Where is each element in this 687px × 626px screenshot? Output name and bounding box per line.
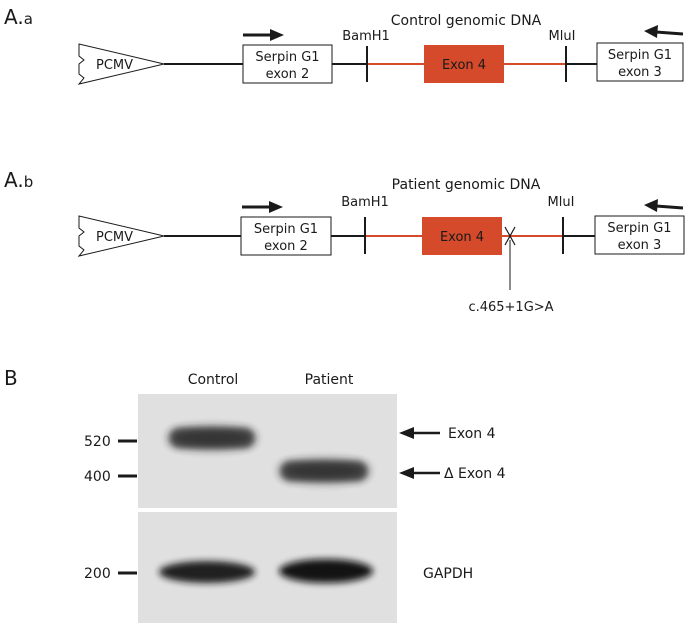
- exon3-box-line1: Serpin G1: [608, 48, 672, 63]
- site-label-bamh1: BamH1: [341, 195, 389, 210]
- marker-label-200: 200: [84, 566, 111, 582]
- promoter-label: PCMV: [96, 58, 133, 73]
- exon4-box: [424, 45, 504, 83]
- mutation-mark: [504, 226, 516, 290]
- exon4-box: [422, 217, 502, 255]
- exon4-label: Exon 4: [440, 230, 484, 245]
- mutation-label: c.465+1G>A: [468, 300, 553, 315]
- site-label-bamh1: BamH1: [342, 29, 390, 44]
- exon4-label: Exon 4: [442, 58, 486, 73]
- marker-label-520: 520: [84, 434, 111, 450]
- label-gapdh: GAPDH: [423, 566, 473, 582]
- exon3-box-line2: exon 3: [618, 238, 662, 253]
- exon3-box-line1: Serpin G1: [607, 221, 671, 236]
- reverse-primer-arrow: [644, 25, 684, 38]
- lane-label-control: Control: [188, 372, 239, 388]
- exon2-box-line2: exon 2: [264, 239, 308, 254]
- exon3-box: [594, 215, 685, 255]
- gel-upper: [138, 394, 397, 508]
- panel-label-ab: A.b: [4, 168, 33, 192]
- arrow-delta-exon4-band: [399, 467, 440, 479]
- panel-label-b: B: [4, 366, 18, 390]
- lane-label-patient: Patient: [305, 372, 354, 388]
- panel-label-aa: A.a: [4, 5, 33, 29]
- promoter-arrow-shape: [77, 215, 165, 257]
- panel-b-gel: B Control Patient 520 400 200 Exon 4 Δ E…: [4, 366, 506, 623]
- band-control-exon4-core: [170, 428, 254, 448]
- title-control-dna: Control genomic DNA: [391, 13, 542, 29]
- exon3-box: [596, 42, 684, 82]
- site-label-mlui: MluI: [549, 29, 576, 44]
- exon2-box: [242, 44, 333, 84]
- exon2-box-line1: Serpin G1: [254, 222, 318, 237]
- forward-primer-arrow: [243, 29, 284, 41]
- panel-a-control: A.a Control genomic DNA PCMV BamH1 MluI …: [4, 5, 684, 85]
- marker-label-400: 400: [84, 469, 111, 485]
- promoter-label: PCMV: [96, 230, 133, 245]
- promoter-arrow-shape: [77, 43, 165, 85]
- label-exon4-band: Exon 4: [448, 426, 496, 442]
- band-control-gapdh: [159, 561, 255, 583]
- exon3-box-line2: exon 3: [618, 65, 662, 80]
- title-patient-dna: Patient genomic DNA: [392, 177, 541, 193]
- forward-primer-arrow: [242, 201, 283, 213]
- site-label-mlui: MluI: [548, 195, 575, 210]
- band-patient-gapdh: [279, 559, 373, 583]
- arrow-exon4-band: [399, 427, 440, 439]
- label-delta-exon4-band: Δ Exon 4: [444, 466, 506, 482]
- exon2-box-line2: exon 2: [266, 67, 310, 82]
- reverse-primer-arrow: [644, 199, 684, 212]
- panel-a-patient: A.b Patient genomic DNA PCMV BamH1 MluI …: [4, 168, 685, 315]
- exon2-box: [240, 216, 332, 256]
- band-patient-delta-exon4-core: [281, 461, 367, 481]
- exon2-box-line1: Serpin G1: [255, 50, 319, 65]
